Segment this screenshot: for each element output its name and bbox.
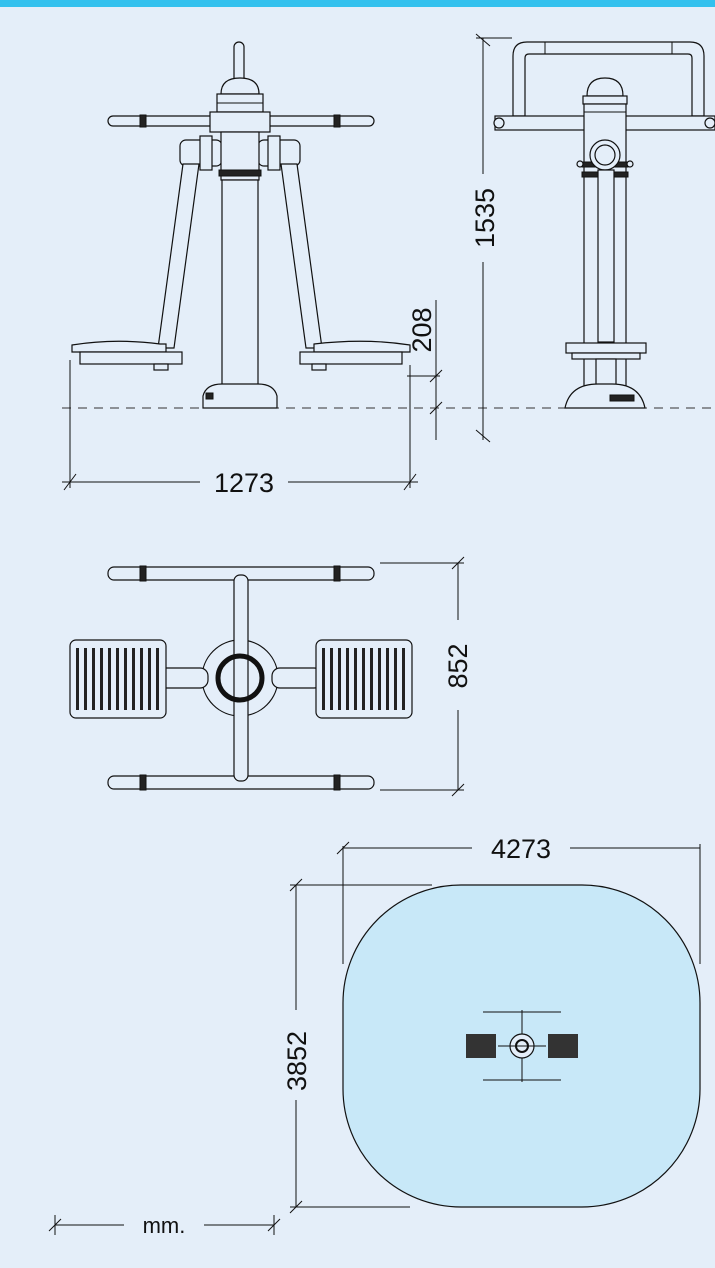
- pedal-tread-slat: [148, 648, 151, 710]
- mini-equipment-plan: [466, 1010, 578, 1082]
- front-width-label: 1273: [214, 468, 274, 498]
- pedal-tread-slat: [394, 648, 397, 710]
- pedal-tread-slat: [108, 648, 111, 710]
- pedal-tread-slat: [330, 648, 333, 710]
- top-accent-bar: [0, 0, 715, 7]
- unit-label: mm.: [143, 1213, 186, 1238]
- dimension-zone-width: 4273: [336, 834, 701, 964]
- zone-width-label: 4273: [491, 834, 551, 864]
- dimension-front-width: 1273: [62, 360, 418, 498]
- dimension-plan-depth: 852: [380, 556, 473, 797]
- pedal-tread-slat: [76, 648, 79, 710]
- unit-indicator: mm.: [48, 1213, 281, 1238]
- pedal-tread-slat: [140, 648, 143, 710]
- pedal-tread-slat: [346, 648, 349, 710]
- pedal-tread-slat: [84, 648, 87, 710]
- zone-depth-label: 3852: [282, 1031, 312, 1091]
- dimension-side-height: 1535: [470, 33, 512, 443]
- pedal-tread-slat: [354, 648, 357, 710]
- pedal-tread-slat: [386, 648, 389, 710]
- step-height-label: 208: [407, 307, 437, 352]
- pedal-tread-slat: [132, 648, 135, 710]
- pedal-tread-slat: [362, 648, 365, 710]
- plan-view: [69, 565, 413, 791]
- pedal-tread-slat: [100, 648, 103, 710]
- dimension-step-height: 208: [407, 300, 443, 440]
- side-height-label: 1535: [470, 188, 500, 248]
- safety-zone-view: [342, 884, 701, 1208]
- front-elevation-view: [71, 41, 411, 409]
- pedal-tread-slat: [338, 648, 341, 710]
- pedal-tread-slat: [322, 648, 325, 710]
- pedal-tread-slat: [402, 648, 405, 710]
- pedal-tread-slat: [116, 648, 119, 710]
- pedal-tread-slat: [370, 648, 373, 710]
- pedal-tread-slat: [156, 648, 159, 710]
- side-elevation-view: [493, 41, 715, 409]
- pedal-tread-slat: [92, 648, 95, 710]
- pedal-tread-slat: [124, 648, 127, 710]
- pedal-tread-slat: [378, 648, 381, 710]
- dimension-zone-depth: 3852: [282, 878, 432, 1214]
- plan-depth-label: 852: [443, 643, 473, 688]
